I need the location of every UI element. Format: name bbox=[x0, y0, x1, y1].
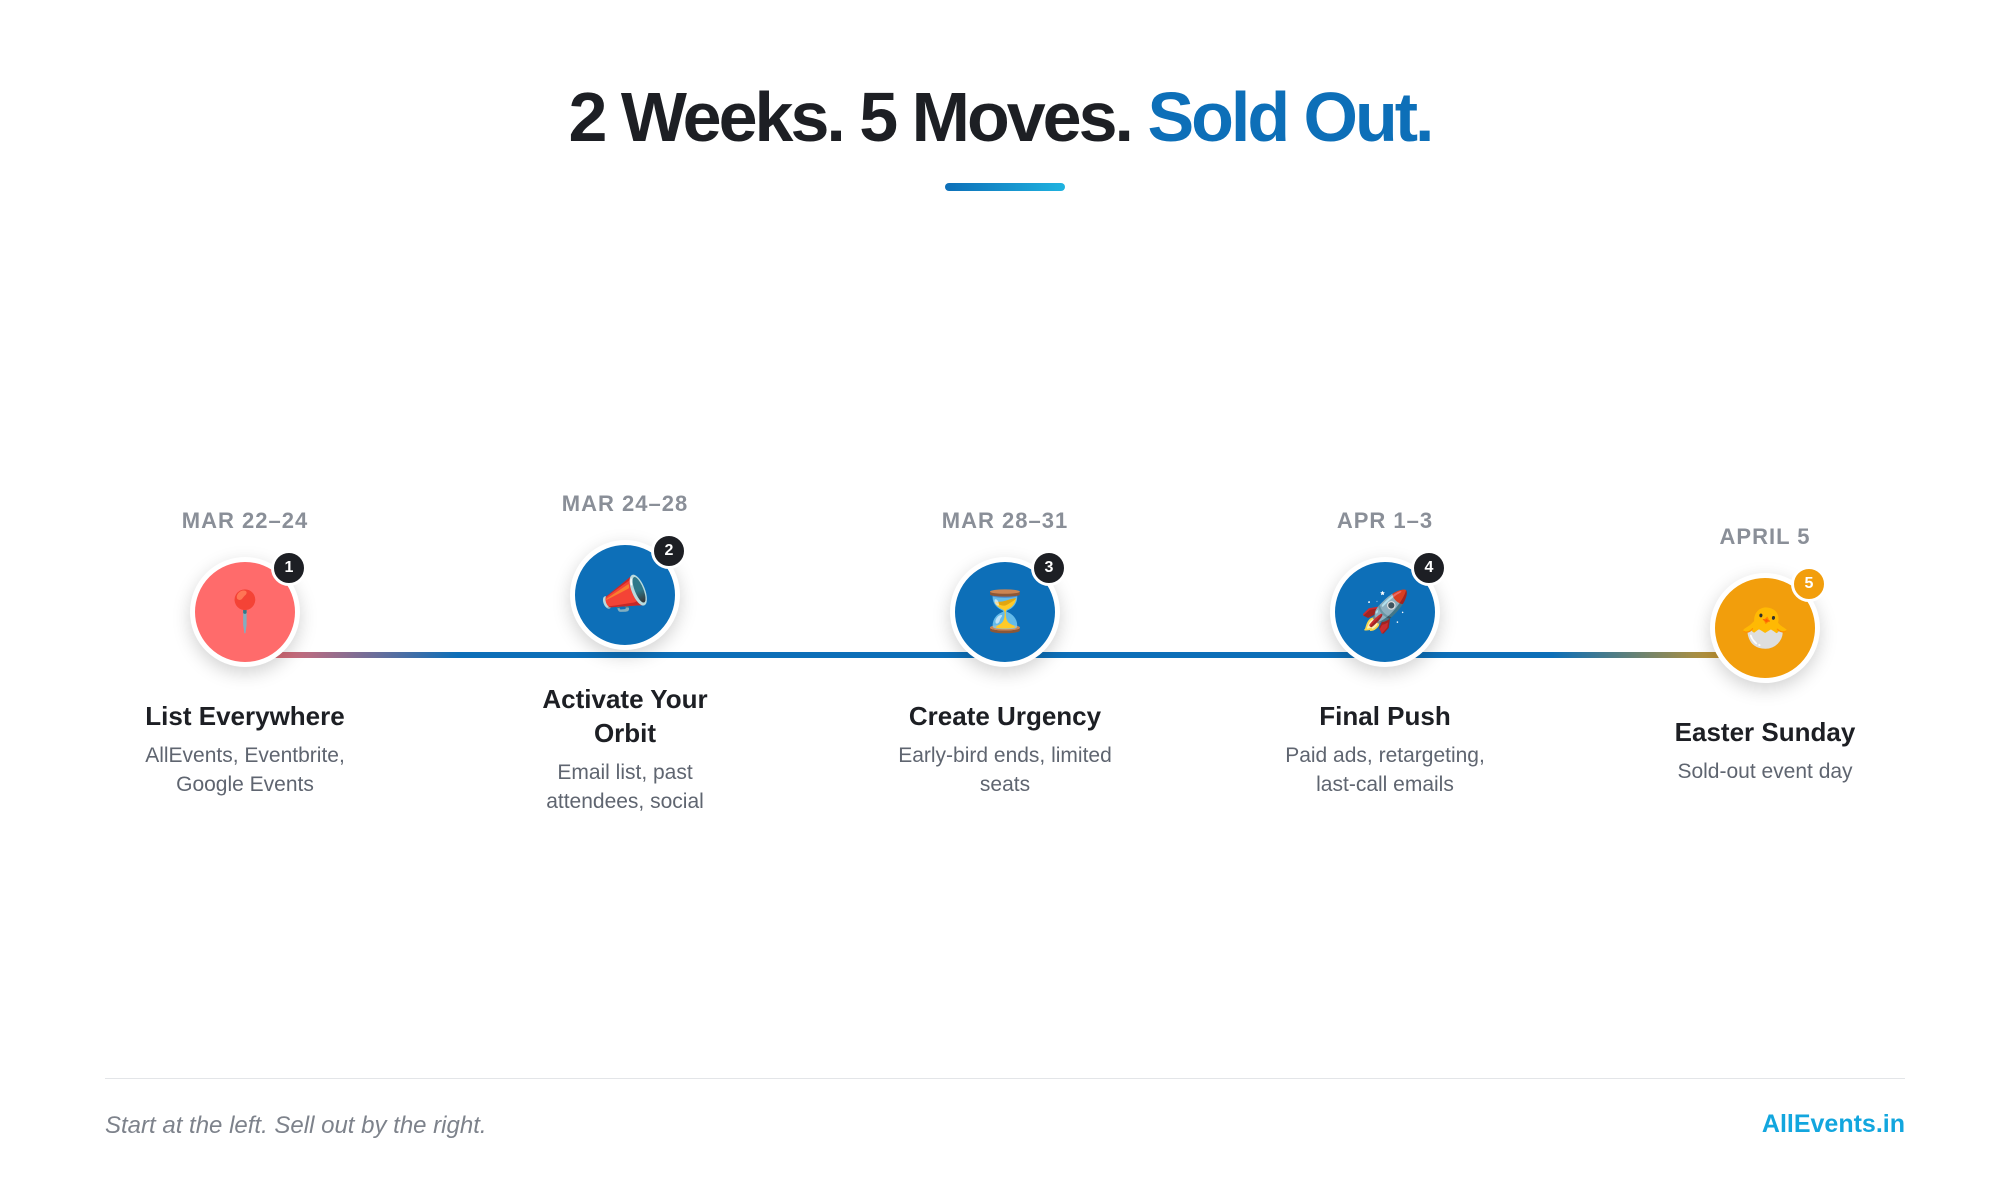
step-description: Early-bird ends, limited seats bbox=[898, 744, 1112, 796]
step-number-badge: 2 bbox=[651, 533, 687, 569]
step-date: APRIL 5 bbox=[1719, 524, 1811, 549]
step-title: Final Push bbox=[1319, 701, 1451, 731]
title-main: 2 Weeks. 5 Moves. bbox=[568, 78, 1133, 156]
step-circle: ⏳ 3 bbox=[950, 550, 1067, 667]
timeline-step-5: APRIL 5 🐣 5 Easter Sunday Sold-out event… bbox=[1615, 523, 1915, 786]
step-title: Activate Your Orbit bbox=[542, 684, 708, 748]
step-date: MAR 22–24 bbox=[181, 508, 309, 533]
title-accent: Sold Out. bbox=[1147, 78, 1434, 156]
step-number-badge: 5 bbox=[1791, 566, 1827, 602]
step-description: Sold-out event day bbox=[1677, 760, 1853, 783]
step-number-badge: 4 bbox=[1411, 550, 1447, 586]
timeline-step-2: MAR 24–28 📣 2 Activate Your Orbit Email … bbox=[475, 490, 775, 816]
hatching-chick-icon: 🐣 bbox=[1740, 606, 1790, 650]
step-number-badge: 1 bbox=[271, 550, 307, 586]
step-circle: 🚀 4 bbox=[1330, 550, 1447, 667]
step-description: AllEvents, Eventbrite, Google Events bbox=[145, 744, 345, 796]
megaphone-icon: 📣 bbox=[600, 573, 650, 617]
footer-note: Start at the left. Sell out by the right… bbox=[105, 1112, 487, 1139]
step-circle: 📣 2 bbox=[570, 533, 687, 650]
hourglass-icon: ⏳ bbox=[980, 590, 1030, 634]
step-date: MAR 28–31 bbox=[941, 508, 1069, 533]
step-title: Easter Sunday bbox=[1674, 717, 1856, 747]
step-circle: 📍 1 bbox=[190, 550, 307, 667]
title-underline bbox=[945, 183, 1065, 191]
step-title: List Everywhere bbox=[145, 701, 345, 731]
rocket-icon: 🚀 bbox=[1360, 590, 1410, 634]
step-circle: 🐣 5 bbox=[1710, 566, 1827, 683]
step-title: Create Urgency bbox=[908, 701, 1102, 731]
brand-logo: AllEvents.in bbox=[1761, 1110, 1905, 1138]
step-date: MAR 24–28 bbox=[561, 491, 689, 516]
step-date: APR 1–3 bbox=[1336, 508, 1434, 533]
timeline-step-1: MAR 22–24 📍 1 List Everywhere AllEvents,… bbox=[95, 507, 395, 799]
pushpin-icon: 📍 bbox=[220, 590, 270, 634]
page-title: 2 Weeks. 5 Moves. Sold Out. bbox=[0, 82, 2000, 152]
timeline-step-3: MAR 28–31 ⏳ 3 Create Urgency Early-bird … bbox=[855, 507, 1155, 799]
step-description: Paid ads, retargeting, last-call emails bbox=[1285, 744, 1485, 796]
step-number-badge: 3 bbox=[1031, 550, 1067, 586]
step-description: Email list, past attendees, social bbox=[546, 761, 704, 813]
footer-divider bbox=[105, 1078, 1905, 1079]
timeline-step-4: APR 1–3 🚀 4 Final Push Paid ads, retarge… bbox=[1235, 507, 1535, 799]
